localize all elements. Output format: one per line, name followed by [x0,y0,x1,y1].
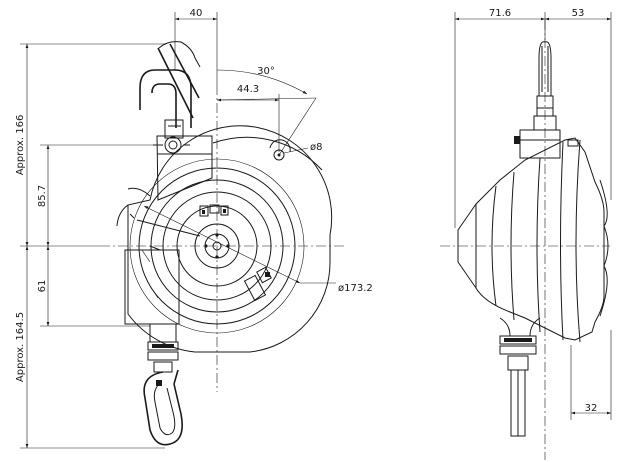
dim-label-lower-inner: 61 [37,280,48,293]
dim-label-hole: ø8 [310,142,322,153]
dim-label-right-depth: 53 [572,8,585,19]
dim-label-left-depth: 71.6 [489,8,511,19]
dimension-right-depth: 53 [545,8,612,200]
dim-label-bottom-offset: 32 [585,403,598,414]
dimension-diameter: ø173.2 [143,205,373,294]
dimension-total-up: Approx. 166 [15,43,165,247]
dimension-lower-inner: 61 [37,246,150,327]
bottom-carabiner [143,323,183,446]
front-view: 40 30° 44.3 ø8 ø173.2 85 [15,8,373,449]
dimension-angle: 30° [216,66,317,156]
dim-label-total-up: Approx. 166 [15,115,26,176]
dim-label-diameter: ø173.2 [338,283,373,294]
dim-label-hook-offset: 40 [190,8,203,19]
locking-lever [243,266,272,302]
balancer-housing [116,125,333,353]
dim-label-offset: 44.3 [237,84,259,95]
dimension-offset: 44.3 [217,84,280,152]
side-top-hook [533,41,557,131]
dimension-left-depth: 71.6 [454,8,546,228]
dim-label-upper-inner: 85.7 [37,185,48,207]
dim-label-angle: 30° [257,66,275,77]
dimension-upper-inner: 85.7 [37,144,163,247]
side-bottom-swivel [499,317,541,437]
dimension-bottom-offset: 32 [570,330,612,420]
dim-label-total-down: Approx. 164.5 [15,312,26,382]
dimension-total-down: Approx. 164.5 [15,246,165,449]
dimension-hole: ø8 [273,142,322,161]
dimension-hook-offset: 40 [174,8,218,85]
side-housing [457,129,609,343]
outer-drum-ring [129,158,305,334]
top-hook [139,41,201,139]
side-view: 71.6 53 32 [440,8,612,460]
